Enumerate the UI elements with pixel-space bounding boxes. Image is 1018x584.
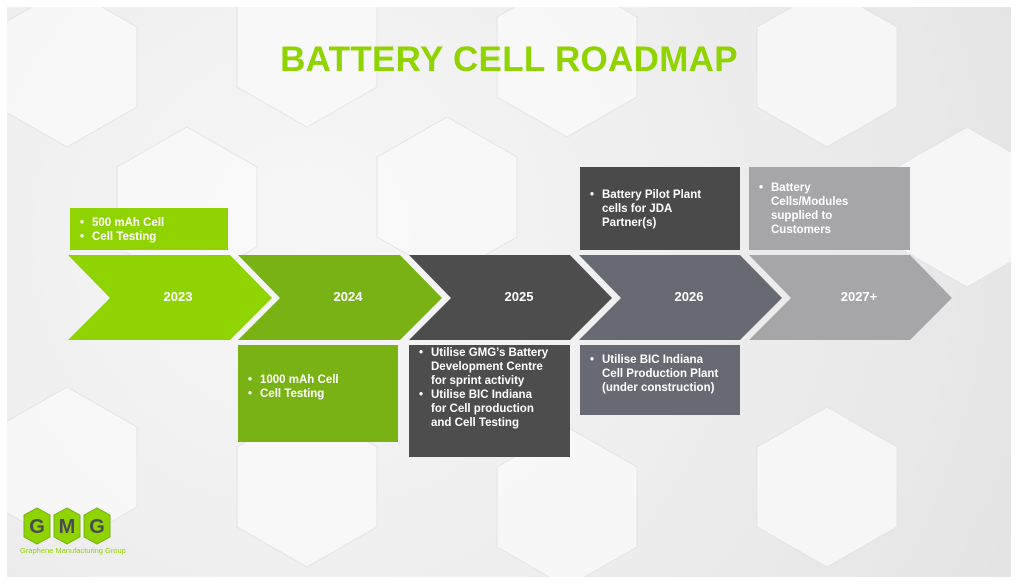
bullet: Utilise GMG’s Battery Development Centre…: [419, 346, 550, 388]
bullet: Battery Cells/Modules supplied to Custom…: [759, 181, 850, 237]
chevron-2023: [68, 255, 272, 340]
milestone-2026-bottom: Utilise BIC Indiana Cell Production Plan…: [580, 345, 740, 415]
svg-text:G: G: [29, 516, 45, 538]
year-label-2027: 2027+: [840, 289, 878, 304]
page-title: BATTERY CELL ROADMAP: [280, 40, 738, 79]
year-label-2025: 2025: [504, 289, 534, 304]
milestone-2026-top: Battery Pilot Plant cells for JDA Partne…: [580, 167, 740, 250]
chevron-2024: [238, 255, 442, 340]
bullet: Cell Testing: [248, 387, 398, 401]
bullet: Utilise BIC Indiana for Cell production …: [419, 388, 550, 430]
bullet: 1000 mAh Cell: [248, 373, 398, 387]
bullet: Utilise BIC Indiana Cell Production Plan…: [590, 353, 722, 395]
year-label-2024: 2024: [333, 289, 363, 304]
year-label-2023: 2023: [163, 289, 193, 304]
chevron-2027: [749, 255, 952, 340]
bullet: Battery Pilot Plant cells for JDA Partne…: [590, 188, 722, 230]
bullet: 500 mAh Cell: [80, 216, 228, 230]
milestone-2023: 500 mAh CellCell Testing: [70, 208, 228, 250]
chevron-2026: [579, 255, 782, 340]
milestone-2027: Battery Cells/Modules supplied to Custom…: [749, 167, 910, 250]
year-label-2026: 2026: [674, 289, 704, 304]
milestone-2025: Utilise GMG’s Battery Development Centre…: [409, 345, 570, 457]
bullet: Cell Testing: [80, 230, 228, 244]
logo-tagline: Graphene Manufacturing Group: [20, 546, 126, 555]
chevron-2025: [409, 255, 612, 340]
svg-text:G: G: [89, 516, 105, 538]
svg-text:M: M: [59, 516, 76, 538]
milestone-2024: 1000 mAh CellCell Testing: [238, 345, 398, 442]
